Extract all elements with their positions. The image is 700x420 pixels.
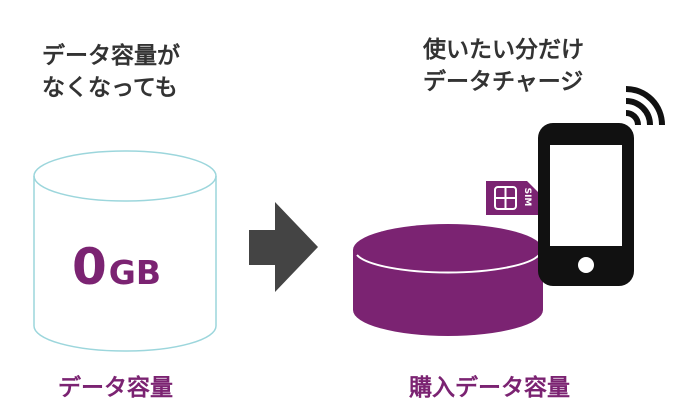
right-heading-line1: 使いたい分だけ [423,37,584,63]
empty-cylinder-icon [33,150,217,352]
right-heading-line2: データチャージ [423,69,584,95]
right-caption: 購入データ容量 [409,375,570,401]
sim-label: SIM [522,187,532,207]
usage-value: 0GB [72,238,161,296]
smartphone-icon [538,123,634,286]
arrow-right-icon [249,202,318,292]
usage-number: 0 [72,238,107,296]
left-heading-line2: なくなっても [42,75,178,101]
data-cylinder-icon [353,224,543,336]
usage-unit: GB [108,253,162,292]
signal-waves-icon [625,86,665,126]
left-heading: データ容量が なくなっても [42,40,180,104]
left-caption: データ容量 [58,375,173,401]
left-heading-line1: データ容量が [42,43,180,69]
sim-card-icon [486,181,538,215]
right-heading: 使いたい分だけ データチャージ [423,34,584,98]
